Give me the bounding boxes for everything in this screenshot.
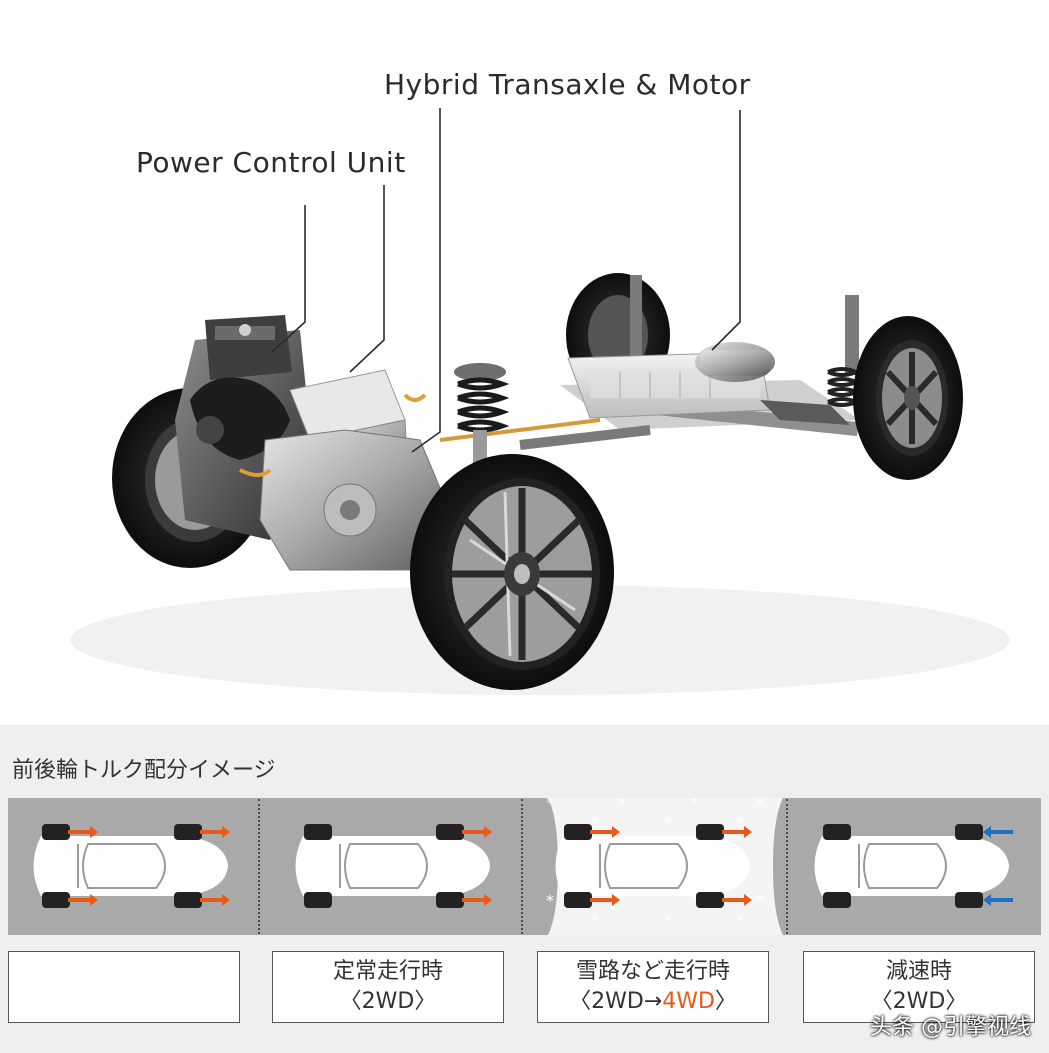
svg-text:*: * [546,798,554,812]
svg-text:*: * [546,891,554,910]
svg-text:*: * [691,798,699,812]
front-torque-arrow [462,826,492,838]
caption-line-1: 雪路など走行時 [575,959,730,984]
tire-icon [304,824,332,840]
scenario-deceleration [795,798,1035,935]
svg-text:*: * [664,911,672,930]
car-body-icon [555,836,750,896]
svg-text:*: * [756,798,764,812]
caption-line-2c: 〉 [714,989,737,1014]
tire-icon [304,892,332,908]
rear-torque-arrow [68,826,98,838]
car-torque-icon [814,824,1013,908]
hybrid-transaxle [239,393,446,571]
tire-icon [42,892,70,908]
svg-text:*: * [736,911,744,930]
car-torque-icon: * * * * * * * * * * * * * * [546,798,764,930]
tire-icon [696,824,724,840]
car-body-icon [814,836,1009,896]
scenario-snow: * * * * * * * * * * * * * * [530,798,780,935]
front-torque-arrow [200,826,230,838]
caption-line-1: 定常走行時 [332,959,443,984]
rear-torque-arrow [590,894,620,906]
tire-icon [696,892,724,908]
front-torque-arrow [983,826,1013,838]
caption-line-1: 減速時 [885,959,952,984]
caption-line-2a: 〈2WD→ [569,989,663,1014]
svg-text:*: * [591,911,599,930]
svg-text:*: * [618,798,626,812]
chassis-drawing [70,108,1010,695]
rear-right-wheel [853,316,963,480]
tire-icon [955,824,983,840]
car-torque-icon [295,824,492,908]
front-torque-arrow [462,894,492,906]
scenario-normal [268,798,518,935]
tire-icon [174,824,202,840]
tire-icon [564,824,592,840]
callout-hybrid-transaxle: Hybrid Transaxle & Motor [384,68,751,101]
torque-section-title: 前後輪トルク配分イメージ [12,758,276,783]
tire-icon [42,824,70,840]
tire-icon [564,892,592,908]
front-strut [454,363,510,470]
scenario-divider [521,799,523,934]
front-torque-arrow [200,894,230,906]
caption-snow: 雪路など走行時 〈2WD→4WD〉 [537,951,769,1023]
svg-text:*: * [591,813,599,832]
svg-text:*: * [691,891,699,910]
torque-distribution-section: 前後輪トルク配分イメージ ************** 定常走行時 〈2WD〉 … [0,725,1049,1053]
caption-line-2-highlight: 4WD [662,989,715,1014]
tire-icon [174,892,202,908]
svg-text:*: * [736,813,744,832]
front-torque-arrow [722,826,752,838]
caption-deceleration: 減速時 〈2WD〉 [803,951,1035,1023]
car-body-icon [295,836,490,896]
caption-line-2: 〈2WD〉 [870,989,968,1014]
scenario-divider [786,799,788,934]
powertrain-illustration: Hybrid Transaxle & Motor Power Control U… [70,68,1010,695]
tire-icon [436,892,464,908]
car-body-icon [33,836,228,896]
caption-startup [8,951,240,1023]
callout-power-control-unit: Power Control Unit [136,146,406,179]
tire-icon [436,824,464,840]
front-torque-arrow [983,894,1013,906]
front-right-wheel [410,454,614,690]
callout-leader-lines [271,108,741,453]
tire-icon [823,824,851,840]
rear-torque-arrow [68,894,98,906]
tire-icon [823,892,851,908]
tire-icon [955,892,983,908]
scenario-divider [258,799,260,934]
svg-text:*: * [664,813,672,832]
svg-text:*: * [756,891,764,910]
caption-line-2: 〈2WD〉 [339,989,437,1014]
rear-motor [695,342,775,382]
snowflake-icons: * * * * * * * * * * * * * * [546,798,764,930]
watermark: 头条 @引擎视线 [870,1015,1031,1040]
svg-text:*: * [618,891,626,910]
front-torque-arrow [722,894,752,906]
car-torque-icon [33,824,230,908]
scenario-startup [8,798,258,935]
caption-normal: 定常走行時 〈2WD〉 [272,951,504,1023]
rear-torque-arrow [590,826,620,838]
